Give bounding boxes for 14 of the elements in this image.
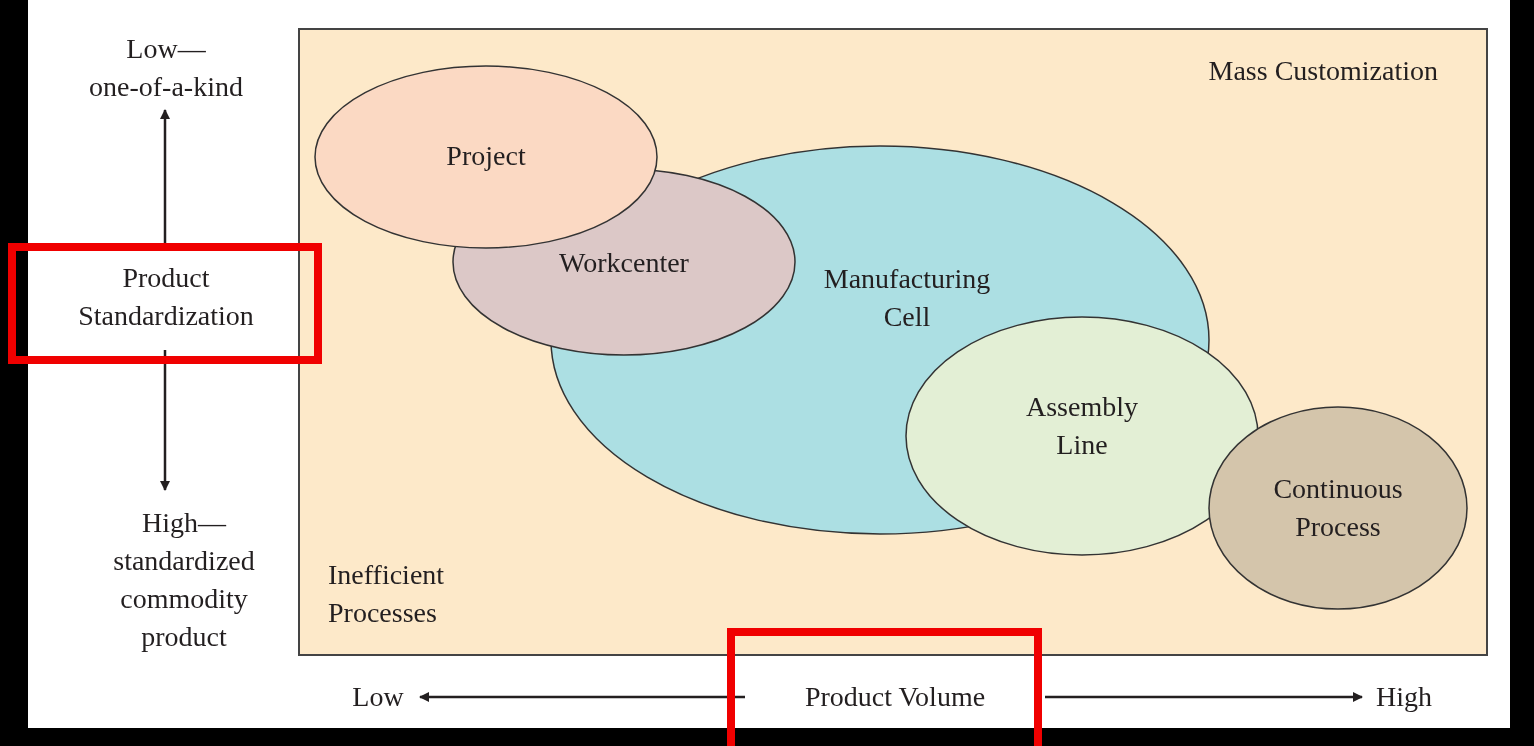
region-label: Mass Customization [1207,54,1438,88]
region-label: Assembly Line [1025,390,1139,462]
region-label: Manufacturing Cell [822,262,992,334]
region-label: Workcenter [558,246,690,280]
axis-end-label: High [1375,680,1433,714]
region-label: Continuous Process [1272,472,1404,544]
region-panel [298,28,1488,656]
axis-end-label: Low [351,680,405,714]
axis-end-label: Low— one-of-a-kind [88,32,244,104]
axis-end-label: High— standardized commodity product [112,506,256,654]
region-label: Inefficient Processes [328,558,446,630]
region-label: Project [445,139,527,173]
axis-title: Product Standardization [77,261,255,333]
axis-title: Product Volume [803,680,987,714]
